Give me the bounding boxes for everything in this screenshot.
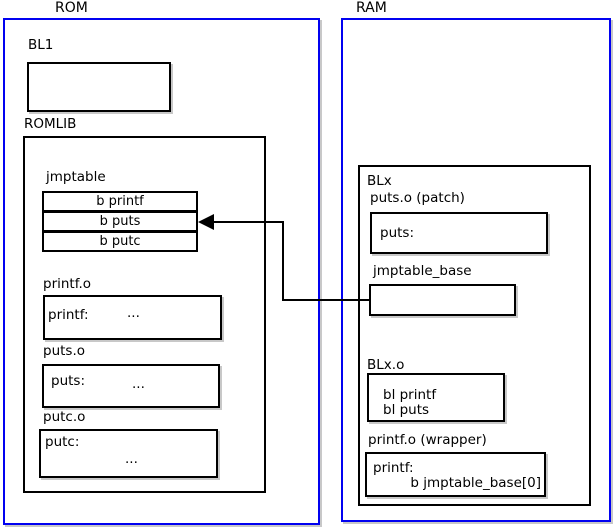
putc-o-symbol: putc:: [45, 434, 80, 450]
printf-o-ellipsis: ...: [127, 305, 140, 321]
puts-o-ellipsis: ...: [132, 376, 145, 392]
jmptable-entry-printf: b printf: [42, 191, 198, 212]
putc-o-ellipsis: ...: [125, 451, 138, 467]
bl1-box: [27, 62, 171, 112]
puts-patch-box: puts:: [370, 212, 548, 254]
printf-o-symbol: printf:: [48, 307, 89, 323]
jmptable-entry-puts: b puts: [42, 211, 198, 232]
printf-wrapper-symbol: printf:: [373, 460, 414, 476]
jmptable-label: jmptable: [46, 169, 106, 185]
blx-o-label: BLx.o: [367, 357, 405, 373]
blx-label: BLx: [367, 173, 392, 189]
romlib-label: ROMLIB: [24, 116, 77, 132]
printf-wrapper-label: printf.o (wrapper): [368, 432, 487, 448]
jmptable-base-label: jmptable_base: [373, 263, 472, 279]
putc-o-box: putc: ...: [39, 429, 218, 478]
puts-o-symbol: puts:: [51, 373, 86, 389]
putc-o-label: putc.o: [43, 409, 86, 425]
blx-o-box: bl printf bl puts: [367, 373, 505, 422]
bl1-label: BL1: [28, 37, 54, 53]
ram-title: RAM: [356, 0, 387, 16]
jmptable-base-box: [369, 284, 516, 316]
puts-patch-label: puts.o (patch): [370, 190, 465, 206]
rom-title: ROM: [55, 0, 88, 16]
printf-o-label: printf.o: [43, 276, 92, 292]
printf-wrapper-body: b jmptable_base[0]: [410, 475, 541, 491]
jmptable-entry-putc: b putc: [42, 231, 198, 252]
printf-wrapper-box: printf: b jmptable_base[0]: [365, 452, 546, 497]
blx-o-line1: bl printf: [383, 387, 437, 403]
printf-o-box: printf: ...: [43, 295, 222, 340]
puts-o-label: puts.o: [43, 343, 86, 359]
blx-o-line2: bl puts: [383, 402, 430, 418]
puts-o-box: puts: ...: [42, 364, 220, 408]
puts-patch-symbol: puts:: [380, 225, 415, 241]
